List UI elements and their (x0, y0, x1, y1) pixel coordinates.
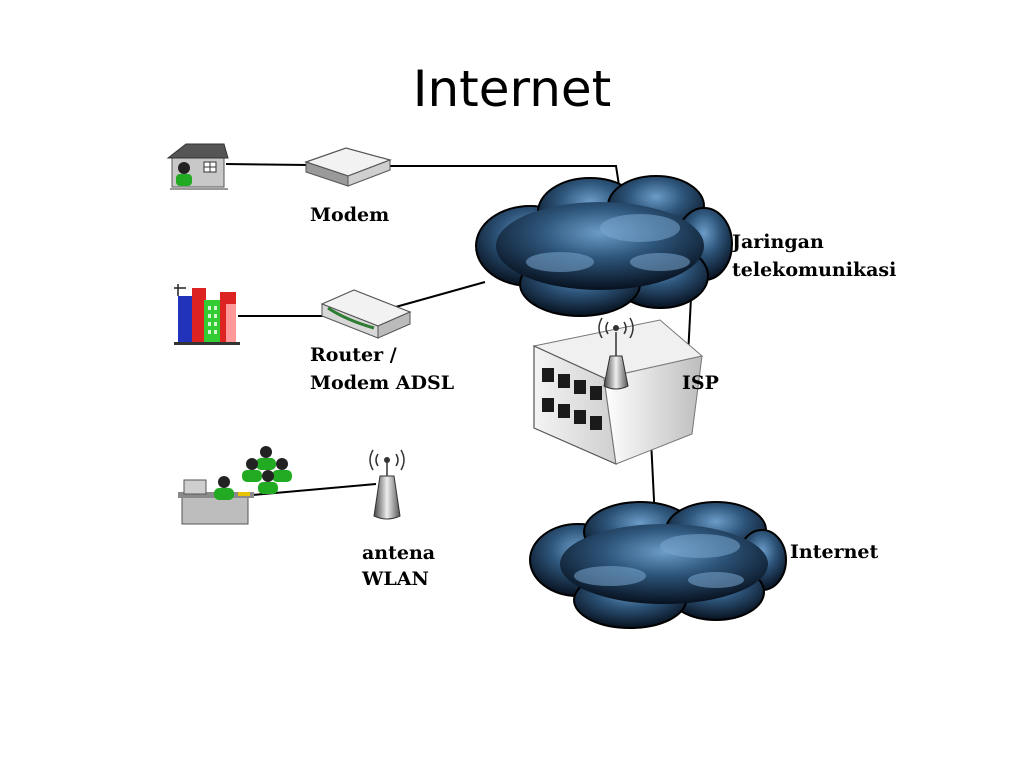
slide-title: Internet (412, 60, 612, 118)
workgroup-icon (178, 446, 292, 525)
modem-icon (304, 147, 392, 187)
cloud-icon (475, 175, 733, 317)
label-router-line1: Router / (310, 344, 397, 366)
router-icon (320, 289, 412, 339)
house-icon (166, 143, 229, 190)
label-isp: ISP (682, 372, 719, 394)
office-building-icon (174, 284, 240, 345)
label-modem: Modem (310, 204, 389, 226)
label-router-line2: Modem ADSL (310, 372, 454, 394)
label-antenna-line2: WLAN (361, 568, 429, 590)
label-telecom-line2: telekomunikasi (732, 259, 896, 281)
label-antenna-line1: antena (362, 542, 435, 564)
cloud-icon (529, 501, 787, 629)
wlan-antenna-icon (369, 449, 405, 520)
isp-building-icon (532, 317, 704, 465)
line-house-modem (225, 163, 309, 166)
label-internet: Internet (790, 541, 878, 563)
line-router-telecom (391, 281, 486, 309)
label-telecom-line1: Jaringan (730, 231, 824, 253)
